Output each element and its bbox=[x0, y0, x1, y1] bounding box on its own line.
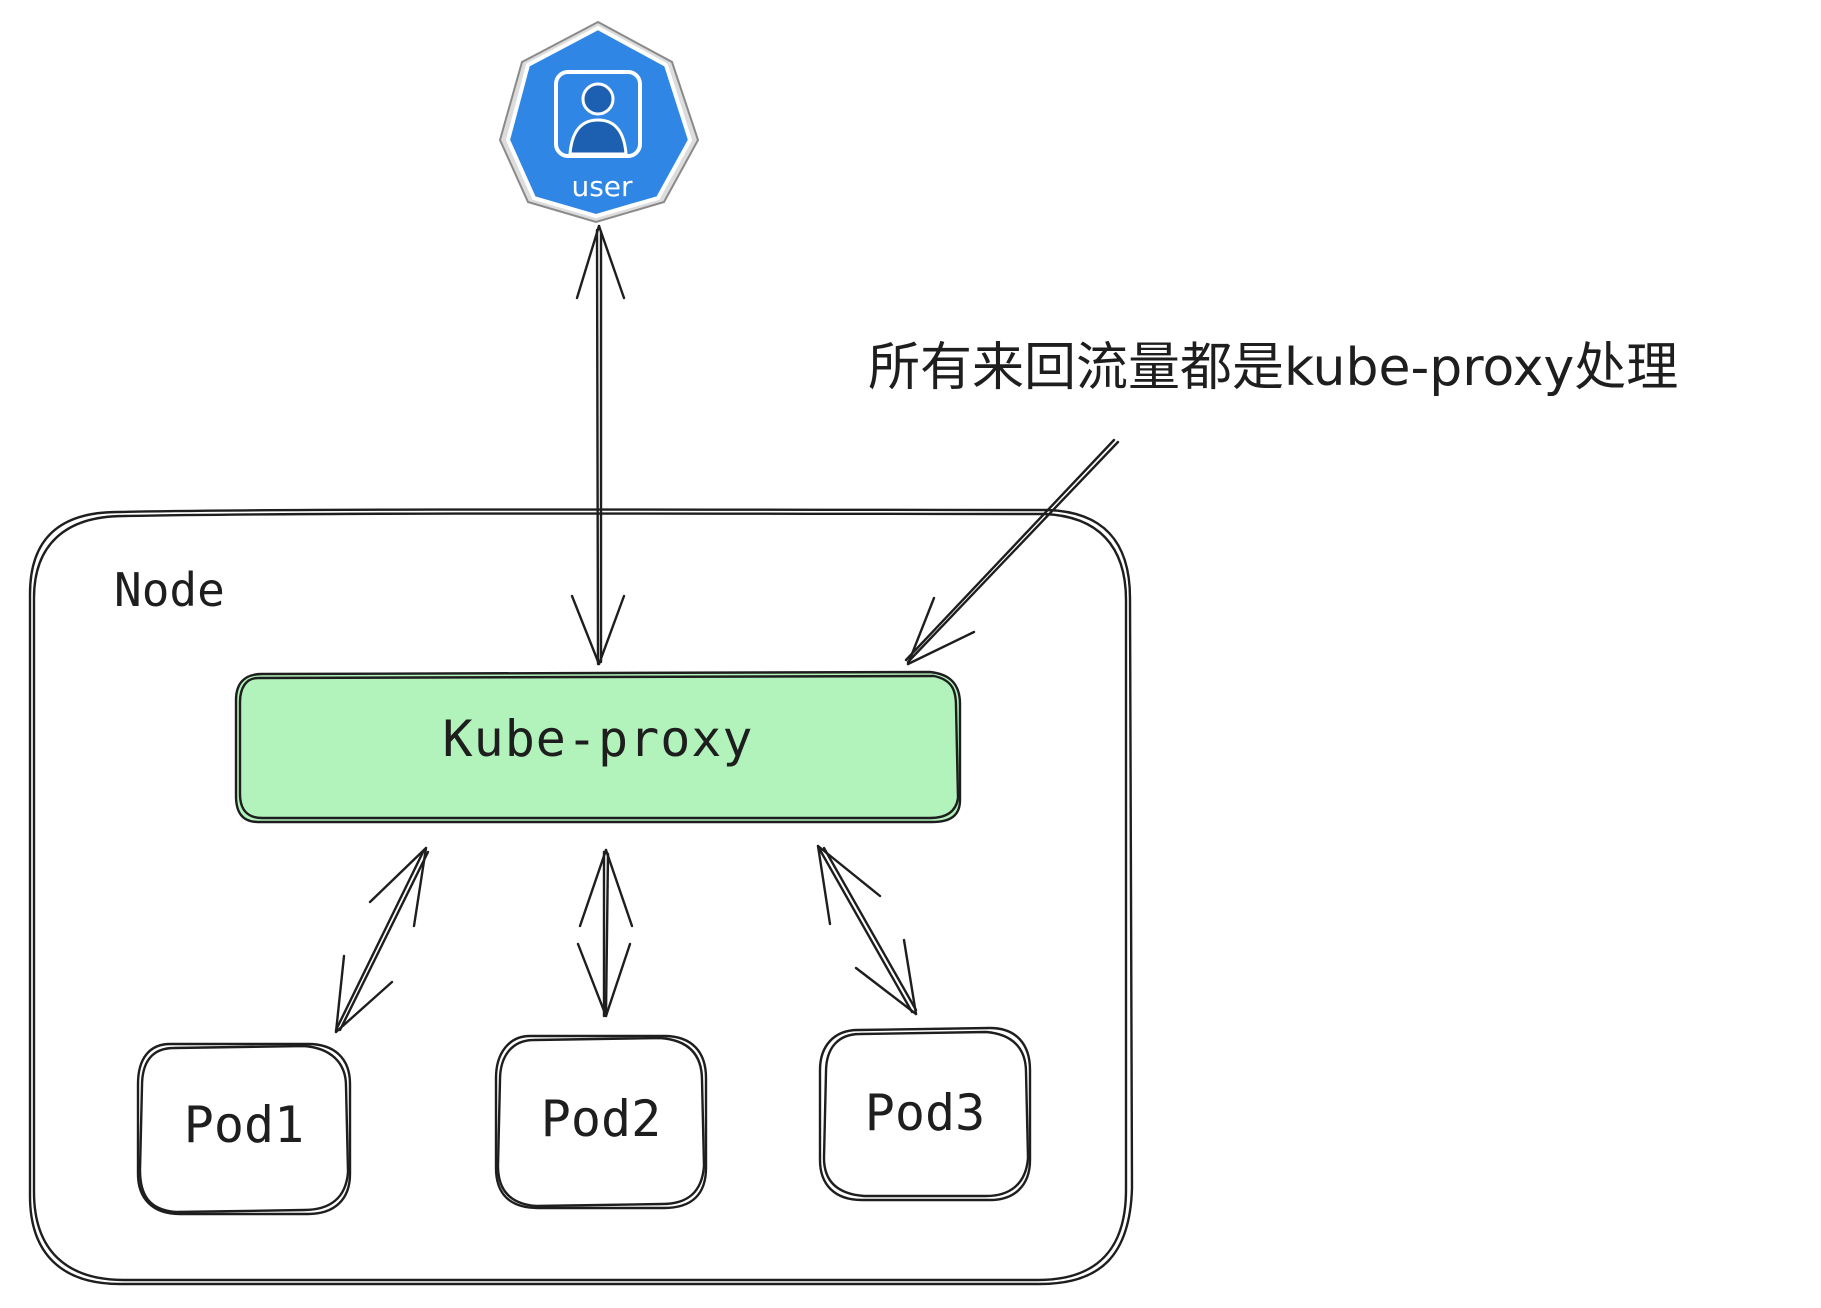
proxy-pod2-arrow bbox=[576, 848, 634, 1018]
user-node[interactable]: user bbox=[498, 20, 700, 224]
user-proxy-arrow bbox=[570, 224, 626, 666]
proxy-pod1-arrow bbox=[334, 846, 430, 1034]
node-container: Node bbox=[28, 508, 1134, 1286]
pod-box-3[interactable]: Pod3 bbox=[818, 1026, 1032, 1202]
proxy-pod3-arrow bbox=[816, 844, 918, 1016]
kube-proxy-box[interactable]: Kube-proxy bbox=[234, 670, 962, 824]
pod-label-1: Pod1 bbox=[184, 1096, 304, 1154]
kube-proxy-label: Kube-proxy bbox=[442, 710, 753, 768]
annotation-text: 所有来回流量都是kube-proxy处理 bbox=[868, 338, 1679, 398]
node-label: Node bbox=[114, 563, 225, 617]
pod-box-2[interactable]: Pod2 bbox=[494, 1034, 708, 1210]
annotation-arrow bbox=[904, 438, 1120, 666]
user-label: user bbox=[571, 170, 633, 203]
pod-label-2: Pod2 bbox=[541, 1090, 661, 1148]
pod-box-1[interactable]: Pod1 bbox=[136, 1042, 352, 1216]
pod-label-3: Pod3 bbox=[865, 1084, 985, 1142]
user-icon bbox=[554, 70, 642, 158]
